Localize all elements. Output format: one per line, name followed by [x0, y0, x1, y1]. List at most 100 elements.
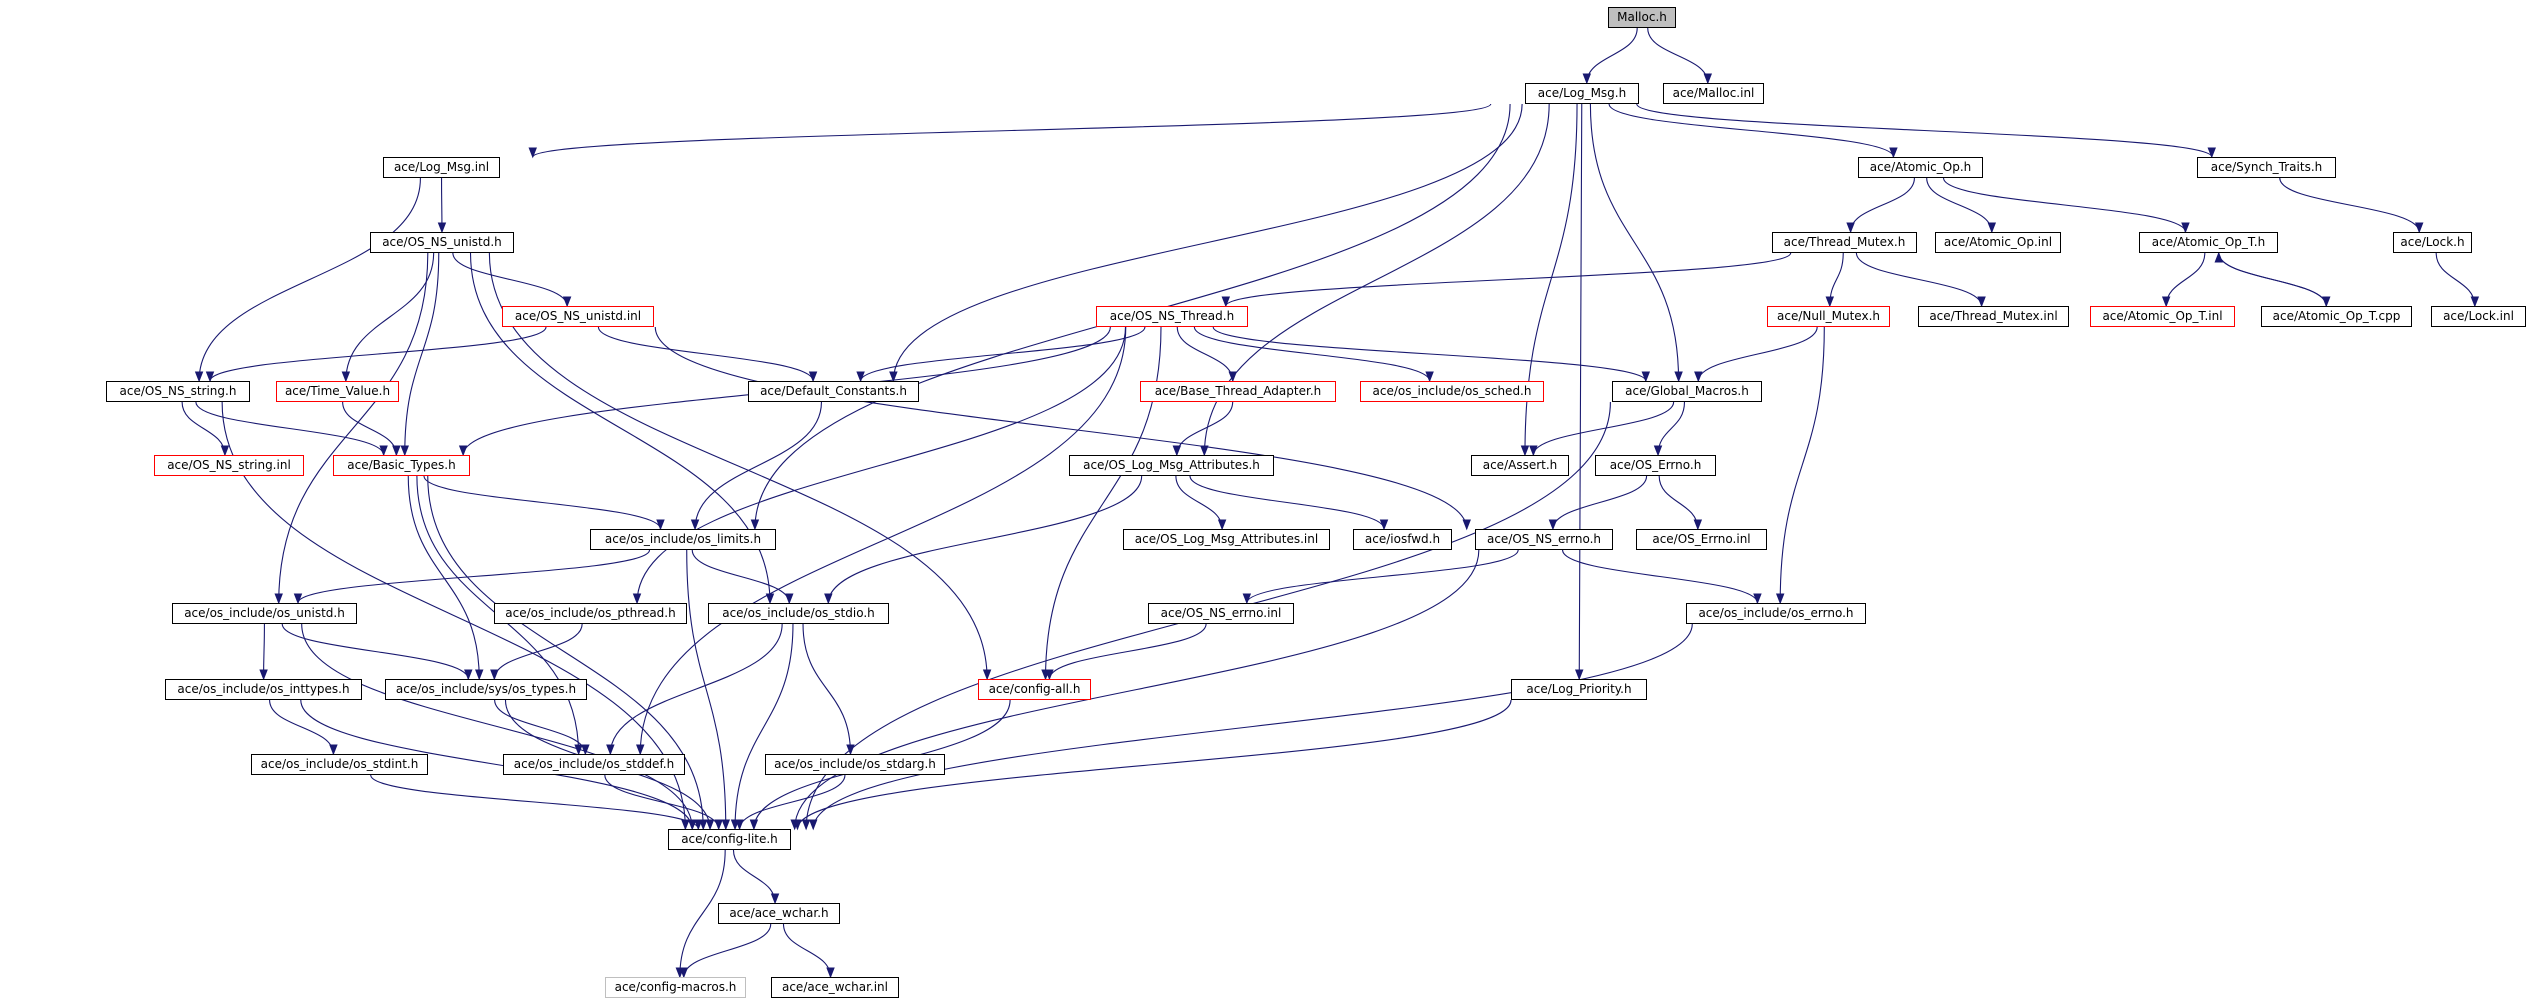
node-os-inttypes-h[interactable]: ace/os_include/os_inttypes.h: [165, 679, 362, 700]
node-lock-inl[interactable]: ace/Lock.inl: [2431, 306, 2526, 327]
arrowhead: [1825, 296, 1835, 308]
node-os-log-msg-attributes-h[interactable]: ace/OS_Log_Msg_Attributes.h: [1069, 455, 1274, 476]
node-atomic-op-t-cpp[interactable]: ace/Atomic_Op_T.cpp: [2261, 306, 2412, 327]
node-os-sched-h[interactable]: ace/os_include/os_sched.h: [1360, 381, 1544, 402]
arrowhead: [1693, 519, 1703, 531]
node-config-lite-h[interactable]: ace/config-lite.h: [668, 829, 791, 850]
arrowhead: [785, 593, 794, 605]
node-os-ns-unistd-inl[interactable]: ace/OS_NS_unistd.inl: [502, 306, 654, 327]
node-os-pthread-h[interactable]: ace/os_include/os_pthread.h: [494, 603, 687, 624]
edge-thread-mutex-h-to-thread-mutex-inl: [1855, 252, 1983, 307]
node-atomic-op-t-inl[interactable]: ace/Atomic_Op_T.inl: [2090, 306, 2235, 327]
edge-os-errno-h-to-os-ns-errno-h: [1552, 475, 1648, 530]
node-atomic-op-inl[interactable]: ace/Atomic_Op.inl: [1935, 232, 2061, 253]
node-iosfwd-h[interactable]: ace/iosfwd.h: [1353, 529, 1452, 550]
edge-os-unistd-h-to-os-types-h: [281, 623, 469, 680]
edge-os-stdio-h-to-os-stdarg-h: [802, 623, 852, 755]
node-os-ns-errno-h[interactable]: ace/OS_NS_errno.h: [1475, 529, 1613, 550]
arrowhead: [770, 893, 780, 905]
arrowhead: [2214, 251, 2223, 263]
arrowhead: [750, 519, 760, 531]
edge-atomic-op-h-to-thread-mutex-h: [1850, 177, 1915, 233]
node-lock-h[interactable]: ace/Lock.h: [2393, 232, 2472, 253]
node-ace-wchar-h[interactable]: ace/ace_wchar.h: [718, 903, 840, 924]
edge-os-ns-unistd-h-to-basic-types-h: [404, 252, 440, 456]
node-os-unistd-h[interactable]: ace/os_include/os_unistd.h: [172, 603, 357, 624]
node-config-all-h[interactable]: ace/config-all.h: [978, 679, 1091, 700]
arrowhead: [606, 744, 615, 756]
node-os-ns-string-h[interactable]: ace/OS_NS_string.h: [106, 381, 250, 402]
arrowhead: [464, 669, 473, 681]
node-assert-h[interactable]: ace/Assert.h: [1471, 455, 1569, 476]
node-os-errno-inl[interactable]: ace/OS_Errno.inl: [1636, 529, 1767, 550]
node-synch-traits-h[interactable]: ace/Synch_Traits.h: [2197, 157, 2336, 178]
edge-log-msg-h-to-global-macros-h: [1589, 103, 1680, 382]
arrowhead: [826, 967, 835, 979]
edge-os-limits-h-to-os-unistd-h: [297, 549, 651, 604]
node-os-types-h[interactable]: ace/os_include/sys/os_types.h: [385, 679, 587, 700]
edge-os-stdio-h-to-os-stddef-h: [609, 623, 783, 755]
edge-os-ns-unistd-h-to-time-value-h: [345, 252, 435, 382]
arrowhead: [808, 819, 818, 831]
node-os-limits-h[interactable]: ace/os_include/os_limits.h: [590, 529, 776, 550]
edge-os-stdarg-h-to-config-lite-h: [738, 774, 846, 830]
node-log-msg-h[interactable]: ace/Log_Msg.h: [1525, 83, 1639, 104]
node-thread-mutex-h[interactable]: ace/Thread_Mutex.h: [1772, 232, 1917, 253]
arrowhead: [1889, 147, 1898, 159]
node-basic-types-h[interactable]: ace/Basic_Types.h: [333, 455, 470, 476]
arrowhead: [1753, 593, 1762, 605]
node-os-ns-string-inl[interactable]: ace/OS_NS_string.inl: [154, 455, 304, 476]
node-os-ns-errno-inl[interactable]: ace/OS_NS_errno.inl: [1148, 603, 1294, 624]
node-os-stdint-h[interactable]: ace/os_include/os_stdint.h: [251, 754, 428, 775]
edge-global-macros-h-to-assert-h: [1532, 401, 1675, 456]
edge-os-ns-thread-h-to-os-stddef-h: [639, 326, 1127, 755]
arrowhead: [341, 371, 351, 383]
edge-os-ns-unistd-inl-to-os-ns-string-h: [209, 326, 547, 382]
arrowhead: [1548, 519, 1558, 531]
edge-basic-types-h-to-os-limits-h: [423, 475, 662, 530]
node-os-stddef-h[interactable]: ace/os_include/os_stddef.h: [503, 754, 685, 775]
node-ace-wchar-inl[interactable]: ace/ace_wchar.inl: [771, 977, 899, 998]
node-atomic-op-h[interactable]: ace/Atomic_Op.h: [1858, 157, 1983, 178]
node-base-thread-adapter-h[interactable]: ace/Base_Thread_Adapter.h: [1140, 381, 1336, 402]
node-os-errno-h[interactable]: ace/OS_Errno.h: [1595, 455, 1716, 476]
edge-os-ns-thread-h-to-base-thread-adapter-h: [1176, 326, 1234, 382]
node-malloc-inl[interactable]: ace/Malloc.inl: [1663, 83, 1764, 104]
node-os-include-errno-h[interactable]: ace/os_include/os_errno.h: [1686, 603, 1866, 624]
node-default-constants-h[interactable]: ace/Default_Constants.h: [748, 381, 919, 402]
arrowhead: [1977, 296, 1986, 308]
edge-log-msg-h-to-default-constants-h: [892, 103, 1523, 382]
arrowhead: [793, 819, 802, 831]
edge-log-msg-h-to-atomic-op-h: [1608, 103, 1894, 158]
edge-null-mutex-h-to-os-include-errno-h: [1779, 326, 1825, 604]
arrowhead: [846, 744, 855, 756]
edge-os-stddef-h-to-config-lite-h: [604, 774, 720, 830]
node-thread-mutex-inl[interactable]: ace/Thread_Mutex.inl: [1918, 306, 2069, 327]
arrowhead: [656, 519, 665, 531]
node-global-macros-h[interactable]: ace/Global_Macros.h: [1612, 381, 1762, 402]
node-log-priority-h[interactable]: ace/Log_Priority.h: [1511, 679, 1647, 700]
node-config-macros-h[interactable]: ace/config-macros.h: [605, 977, 746, 998]
node-log-msg-inl[interactable]: ace/Log_Msg.inl: [383, 157, 500, 178]
edge-basic-types-h-to-os-types-h: [407, 475, 480, 680]
arrowhead: [690, 519, 700, 531]
edge-malloc-h-to-log-msg-h: [1586, 27, 1638, 84]
edge-os-ns-thread-h-to-global-macros-h: [1212, 326, 1647, 382]
arrowhead: [475, 669, 484, 681]
node-os-stdio-h[interactable]: ace/os_include/os_stdio.h: [708, 603, 889, 624]
node-atomic-op-t-h[interactable]: ace/Atomic_Op_T.h: [2139, 232, 2278, 253]
edge-os-log-msg-attributes-h-to-os-stdio-h: [827, 475, 1143, 604]
edge-os-ns-unistd-inl-to-os-ns-errno-h: [654, 326, 1468, 530]
edge-os-ns-thread-h-to-os-sched-h: [1193, 326, 1431, 382]
edge-os-ns-unistd-h-to-os-ns-unistd-inl: [452, 252, 568, 307]
node-null-mutex-h[interactable]: ace/Null_Mutex.h: [1767, 306, 1890, 327]
node-os-stdarg-h[interactable]: ace/os_include/os_stdarg.h: [765, 754, 945, 775]
node-os-ns-unistd-h[interactable]: ace/OS_NS_unistd.h: [370, 232, 514, 253]
arrowhead: [1641, 371, 1651, 383]
edge-os-ns-errno-h-to-os-include-errno-h: [1562, 549, 1758, 604]
node-os-ns-thread-h[interactable]: ace/OS_NS_Thread.h: [1096, 306, 1248, 327]
edge-os-errno-h-to-os-errno-inl: [1658, 475, 1699, 530]
node-os-log-msg-attributes-inl[interactable]: ace/OS_Log_Msg_Attributes.inl: [1123, 529, 1330, 550]
node-time-value-h[interactable]: ace/Time_Value.h: [276, 381, 399, 402]
